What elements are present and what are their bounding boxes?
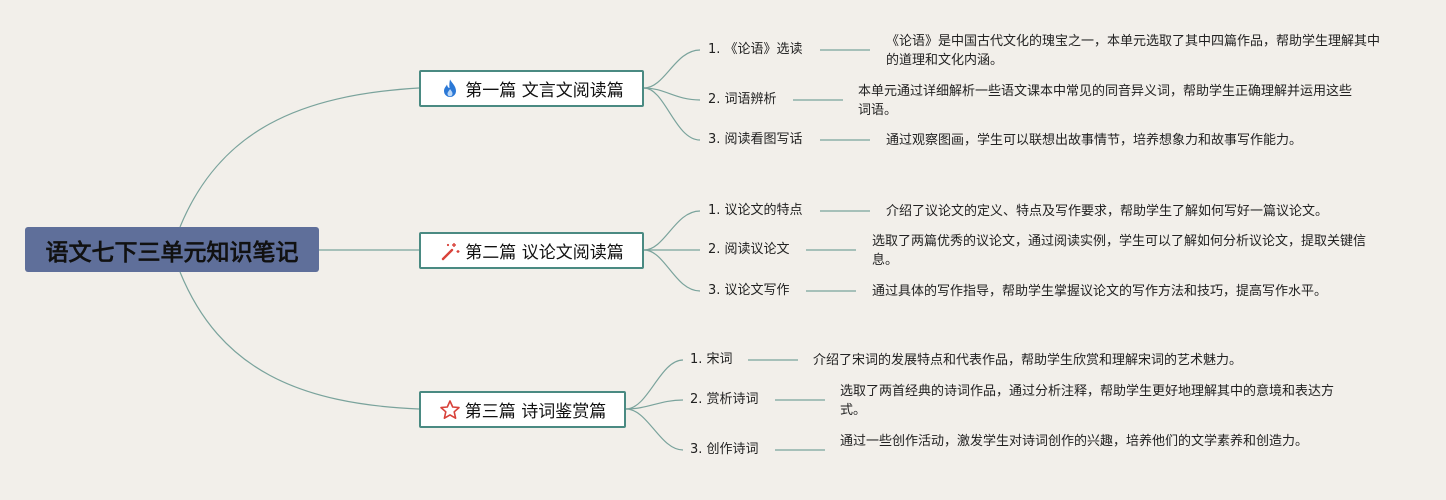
- branch-node-2[interactable]: 第二篇 议论文阅读篇: [419, 232, 644, 269]
- topic-1-1[interactable]: 1. 《论语》选读: [708, 42, 803, 57]
- fire-icon: [439, 78, 461, 100]
- topic-1-3[interactable]: 3. 阅读看图写话: [708, 132, 803, 147]
- branch-1-to-topic-3-line: [643, 87, 701, 141]
- magic-wand-icon: [439, 240, 461, 262]
- topic-1-3-description: 通过观察图画，学生可以联想出故事情节，培养想象力和故事写作能力。: [886, 133, 1303, 148]
- topic-2-3-description: 通过具体的写作指导，帮助学生掌握议论文的写作方法和技巧，提高写作水平。: [872, 284, 1328, 299]
- branch-1-to-topic-2-line: [643, 87, 701, 101]
- branch-3-to-topic-1-line: [625, 359, 684, 410]
- branch-node-3[interactable]: 第三篇 诗词鉴赏篇: [419, 391, 626, 428]
- branch-node-1[interactable]: 第一篇 文言文阅读篇: [419, 70, 644, 107]
- root-to-branch-1-line: [179, 87, 420, 228]
- branch-1-title: 第一篇 文言文阅读篇: [465, 81, 624, 101]
- topic-2-1[interactable]: 1. 议论文的特点: [708, 203, 803, 218]
- topic-1-2[interactable]: 2. 词语辨析: [708, 92, 777, 107]
- branch-3-to-topic-3-line: [625, 408, 684, 451]
- topic-3-3[interactable]: 3. 创作诗词: [690, 442, 759, 457]
- branch-3-to-topic-2-line: [625, 399, 684, 410]
- branch-1-to-topic-1-line: [643, 49, 701, 89]
- branch-3-title: 第三篇 诗词鉴赏篇: [464, 402, 607, 422]
- topic-3-2[interactable]: 2. 赏析诗词: [690, 392, 759, 407]
- branch-2-to-topic-1-line: [643, 210, 701, 251]
- topic-2-2[interactable]: 2. 阅读议论文: [708, 242, 790, 257]
- branch-2-title: 第二篇 议论文阅读篇: [465, 243, 624, 263]
- root-node[interactable]: 语文七下三单元知识笔记: [25, 227, 319, 272]
- topic-2-3[interactable]: 3. 议论文写作: [708, 283, 790, 298]
- topic-3-2-description: 选取了两首经典的诗词作品，通过分析注释，帮助学生更好地理解其中的意境和表达方式。: [840, 384, 1335, 418]
- topic-2-1-description: 介绍了议论文的定义、特点及写作要求，帮助学生了解如何写好一篇议论文。: [886, 204, 1329, 219]
- topic-3-3-description: 通过一些创作活动，激发学生对诗词创作的兴趣，培养他们的文学素养和创造力。: [840, 434, 1309, 449]
- topic-1-1-description: 《论语》是中国古代文化的瑰宝之一，本单元选取了其中四篇作品，帮助学生理解其中的道…: [886, 34, 1381, 68]
- topic-2-2-description: 选取了两篇优秀的议论文，通过阅读实例，学生可以了解如何分析议论文，提取关键信息。: [872, 234, 1367, 268]
- root-to-branch-3-line: [179, 271, 420, 410]
- root-title: 语文七下三单元知识笔记: [45, 239, 299, 266]
- star-icon: [439, 399, 461, 421]
- topic-1-2-description: 本单元通过详细解析一些语文课本中常见的同音异义词，帮助学生正确理解并运用这些词语…: [858, 84, 1353, 118]
- topic-3-1-description: 介绍了宋词的发展特点和代表作品，帮助学生欣赏和理解宋词的艺术魅力。: [813, 353, 1243, 368]
- topic-3-1[interactable]: 1. 宋词: [690, 352, 733, 367]
- branch-2-to-topic-3-line: [643, 249, 701, 292]
